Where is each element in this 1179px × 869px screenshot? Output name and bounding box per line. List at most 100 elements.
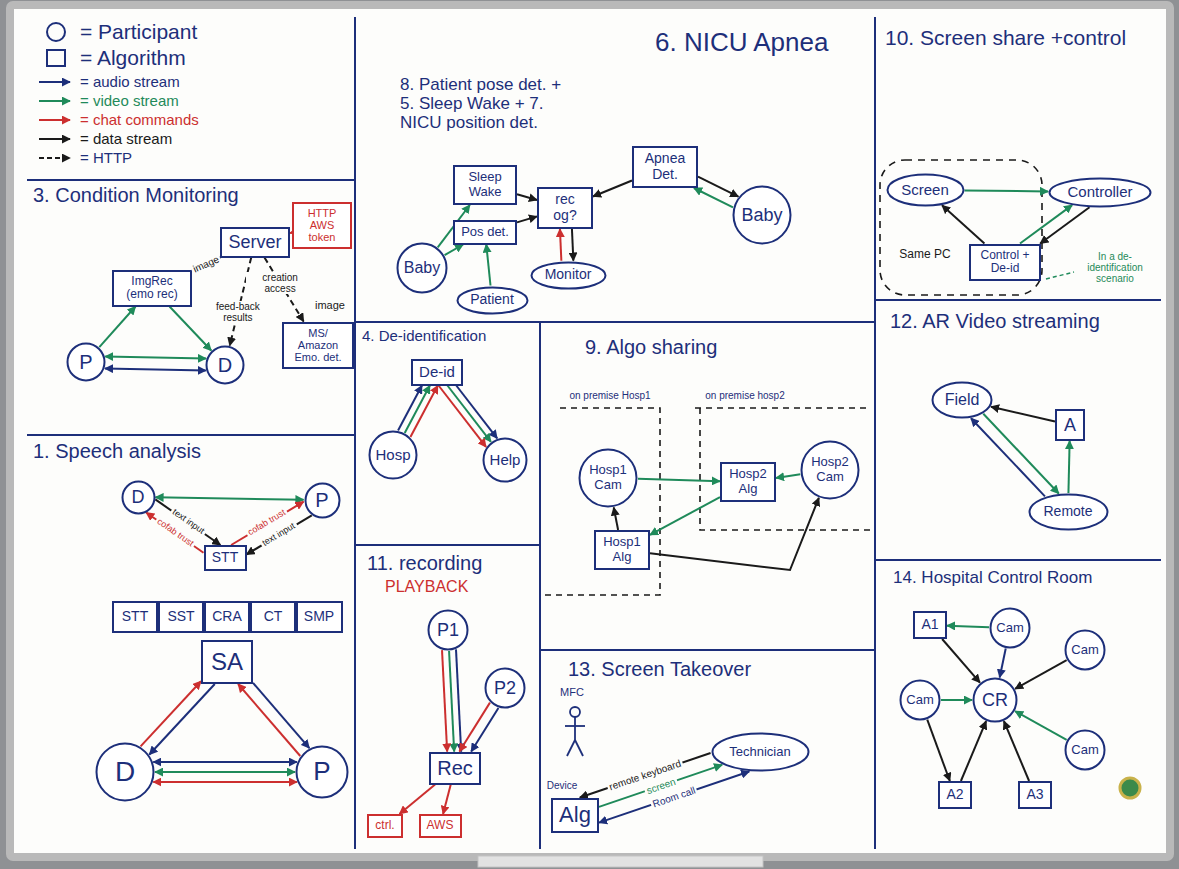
legend-text: = data stream <box>80 131 172 148</box>
node-label: Patient <box>470 292 514 308</box>
algorithm-box: STT <box>112 601 158 633</box>
node-label: A1 <box>921 617 938 633</box>
legend-text: = audio stream <box>80 74 180 91</box>
annotation: on premise hosp2 <box>705 390 785 401</box>
node-label: Cam <box>996 621 1023 636</box>
panel-heading: PLAYBACK <box>385 578 468 596</box>
node-label: MS/ Amazon Emo. det. <box>290 327 346 364</box>
participant-circle: Baby <box>396 242 448 294</box>
legend-text: = Participant <box>80 20 197 44</box>
leader-line <box>1046 272 1074 279</box>
node-label: A <box>1064 415 1076 435</box>
node-label: Server <box>228 232 281 252</box>
stream-arrow <box>947 626 989 628</box>
node-label: Baby <box>741 205 782 225</box>
stream-arrow <box>614 507 618 530</box>
edge-label: feed-back results <box>204 301 272 323</box>
node-label: P1 <box>437 620 459 640</box>
stream-arrow <box>572 229 573 261</box>
stream-sample <box>39 138 70 140</box>
stream-arrow <box>447 386 491 442</box>
participant-circle: Screen <box>886 173 965 207</box>
panel-heading: 9. Algo sharing <box>585 336 717 358</box>
legend-swatch <box>36 93 76 109</box>
node-label: rec og? <box>545 192 585 223</box>
outline <box>580 450 637 507</box>
participant-circle: Monitor <box>530 261 607 290</box>
stream-arrow <box>155 497 303 499</box>
algorithm-sample <box>47 50 65 66</box>
algorithm-box: AWS <box>419 814 462 838</box>
stream-arrow <box>964 189 1048 192</box>
node-label: P <box>313 757 330 786</box>
algorithm-box: ImgRec (emo rec) <box>112 270 192 307</box>
outline <box>712 734 808 771</box>
node-label: Pos det. <box>461 225 509 240</box>
outline <box>429 611 468 650</box>
participant-circle: Cam <box>989 607 1031 649</box>
algorithm-box: STT <box>204 545 247 571</box>
edge-label-holder: creation access <box>246 272 314 294</box>
stream-arrow <box>941 699 972 701</box>
node-label: SMP <box>304 609 334 625</box>
stream-arrow <box>1000 649 1006 678</box>
node-label: Hosp2 Alg <box>728 467 768 496</box>
participant-sample <box>47 23 65 41</box>
annotation: In a de-identification scenario <box>1079 251 1151 284</box>
panel-heading: 1. Speech analysis <box>33 440 201 462</box>
outline <box>974 679 1017 722</box>
legend-swatch <box>36 112 76 128</box>
annotation: Device <box>547 780 578 791</box>
stream-arrow <box>1004 721 1029 781</box>
node-label: Hosp <box>375 447 410 464</box>
algorithm-box: SMP <box>296 601 343 633</box>
legend-text: = chat commands <box>80 112 199 129</box>
note-holder: MFC <box>560 686 584 698</box>
panel-heading: 4. De-identification <box>362 328 486 345</box>
participant-circle: Controller <box>1048 177 1152 208</box>
node-label: D <box>218 354 232 376</box>
algorithm-box: De-id <box>411 359 463 386</box>
stream-arrow <box>983 414 1058 494</box>
outline <box>297 747 348 798</box>
node-label: D <box>132 487 145 507</box>
algorithm-box: SA <box>201 640 253 684</box>
algorithm-box: Apnea Det. <box>632 146 698 188</box>
algorithm-box: CT <box>250 601 296 633</box>
node-label: Cam <box>1071 743 1098 758</box>
note-holder: on premise Hosp1 <box>569 390 650 401</box>
annotation: image <box>315 299 345 311</box>
outline <box>97 744 154 801</box>
panel-heading: 12. AR Video streaming <box>890 310 1100 332</box>
participant-circle: D <box>121 480 156 515</box>
algorithm-box: ctrl. <box>367 814 403 838</box>
panel-heading: 11. recording <box>367 552 482 574</box>
participant-circle: D <box>205 345 245 385</box>
node-label: A3 <box>1026 787 1043 803</box>
node-label: Remote <box>1043 504 1092 520</box>
legend-entry: = Participant <box>36 20 197 44</box>
legend-entry: = video stream <box>36 93 179 110</box>
outline <box>398 244 447 293</box>
outline <box>1066 731 1105 770</box>
panel-heading: 13. Screen Takeover <box>568 658 751 680</box>
stream-arrow <box>410 386 437 438</box>
panel-heading: 8. Patient pose det. + 5. Sleep Wake + 7… <box>400 75 580 132</box>
node-label: STT <box>212 550 238 566</box>
participant-circle: Patient <box>456 286 529 315</box>
node-label: SA <box>211 649 243 676</box>
participant-circle: Hosp <box>368 430 418 480</box>
node-label: CRA <box>212 609 242 625</box>
note-holder: on premise hosp2 <box>705 390 785 401</box>
outline <box>207 347 244 384</box>
stream-arrow <box>517 194 537 200</box>
algorithm-box: Pos det. <box>453 220 517 245</box>
node-label: HTTP AWS token <box>300 207 344 244</box>
legend-entry: = chat commands <box>36 112 199 129</box>
node-label: Apnea Det. <box>640 151 690 182</box>
note-holder: image <box>315 299 345 311</box>
outline <box>1066 631 1105 670</box>
stream-arrow <box>1015 711 1067 740</box>
outline <box>122 481 154 513</box>
